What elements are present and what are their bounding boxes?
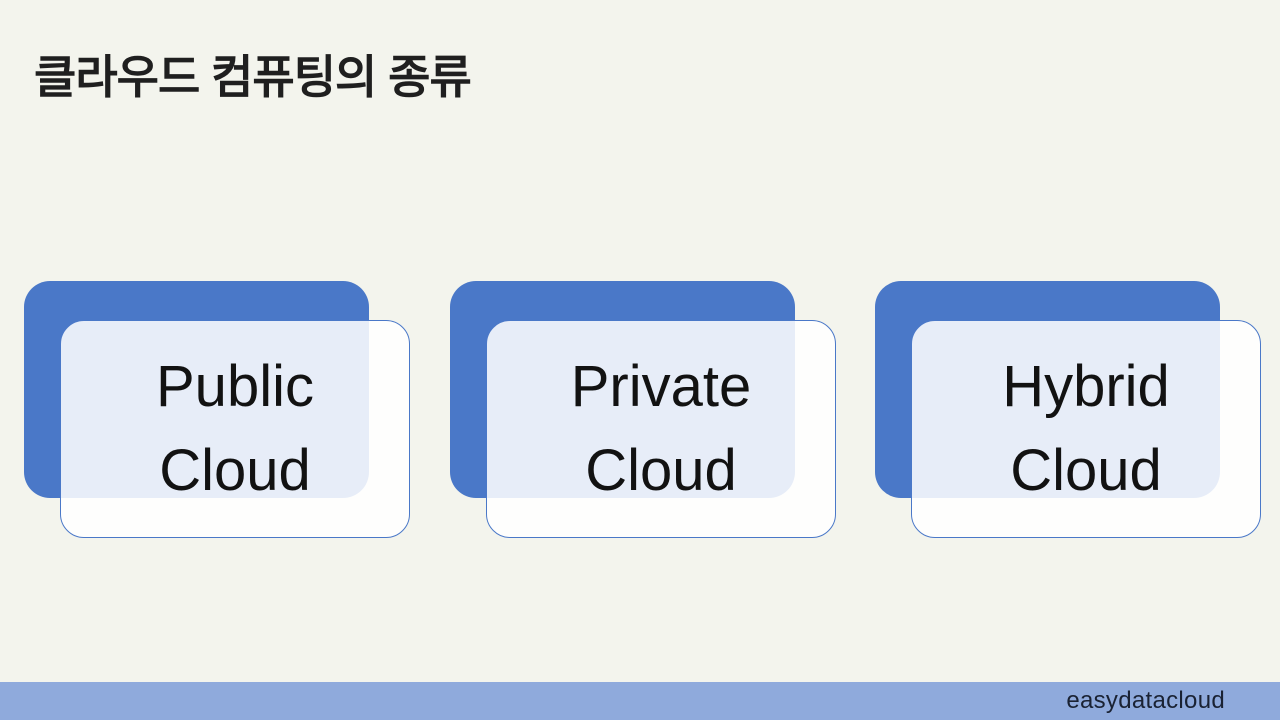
card-hybrid-cloud: Hybrid Cloud (875, 281, 1262, 539)
card-label-line: Hybrid (1002, 354, 1170, 419)
card-label-line: Private (570, 354, 752, 419)
card-label-line: Cloud (1010, 438, 1162, 503)
brand-watermark: easydatacloud (1066, 687, 1225, 714)
card-label-line: Public (156, 354, 314, 419)
footer-bar: easydatacloud (0, 682, 1280, 720)
card-front-shape: Hybrid Cloud (911, 320, 1261, 538)
card-front-shape: Public Cloud (60, 320, 410, 538)
card-front-shape: Private Cloud (486, 320, 836, 538)
card-private-cloud: Private Cloud (450, 281, 837, 539)
card-label-line: Cloud (585, 438, 737, 503)
card-label-line: Cloud (159, 438, 311, 503)
card-public-cloud: Public Cloud (24, 281, 411, 539)
slide-title: 클라우드 컴퓨팅의 종류 (34, 51, 472, 103)
